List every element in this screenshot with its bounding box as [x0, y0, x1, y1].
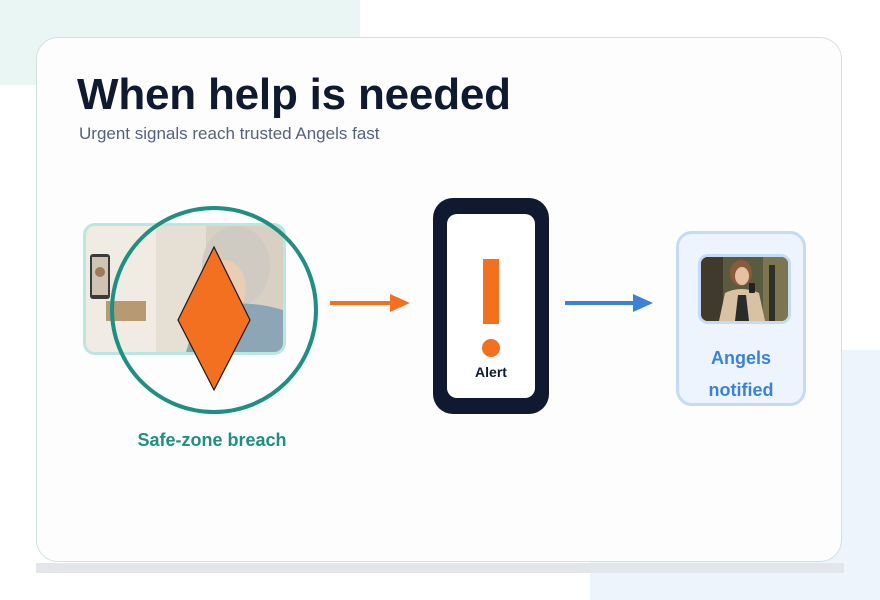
- arrow-right-icon: [330, 294, 410, 312]
- diamond-warning-icon: [177, 245, 251, 392]
- page-title: When help is needed: [77, 70, 511, 119]
- phone-device: Alert: [433, 198, 549, 414]
- woman-with-phone-photo: [698, 254, 791, 324]
- card-shadow: [36, 563, 844, 573]
- arrow-right-icon: [565, 294, 653, 312]
- angels-notified-label: Angels notified: [679, 342, 803, 406]
- safe-zone-diagram: [110, 206, 318, 414]
- safe-zone-circle: [110, 206, 318, 414]
- angels-notified-panel: Angels notified: [676, 231, 806, 406]
- breach-label: Safe-zone breach: [137, 430, 287, 450]
- angels-label-line2: notified: [708, 380, 774, 400]
- woman-with-phone-image: [701, 257, 788, 321]
- phone-screen: Alert: [447, 214, 535, 398]
- exclamation-dot-icon: [482, 339, 500, 357]
- alert-label: Alert: [475, 364, 507, 380]
- angels-label-line1: Angels: [710, 348, 771, 368]
- content-card: When help is needed Urgent signals reach…: [36, 37, 842, 562]
- page-subtitle: Urgent signals reach trusted Angels fast: [79, 124, 380, 143]
- exclamation-icon: [483, 259, 499, 324]
